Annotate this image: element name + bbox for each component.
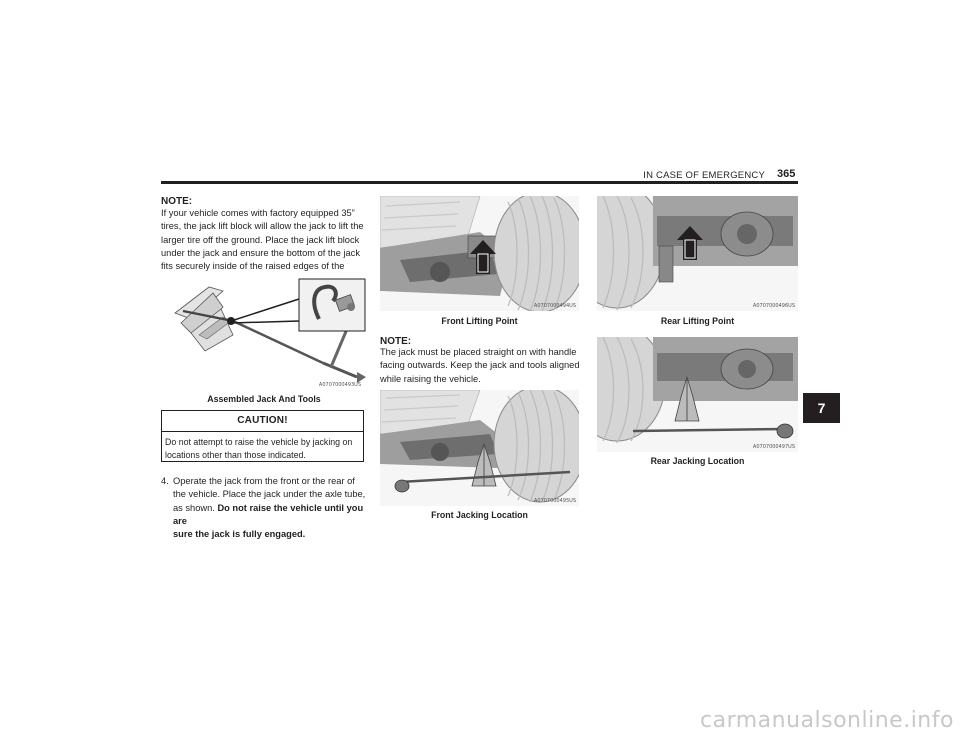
note-line: facing outwards. Keep the jack and tools… xyxy=(380,360,580,371)
note-line: larger tire off the ground. Place the ja… xyxy=(161,234,360,245)
figure-code: A0707000496US xyxy=(752,303,795,309)
step-line: Operate the jack from the front or the r… xyxy=(173,476,355,486)
rear-lifting-illustration xyxy=(597,196,798,311)
figure-rear-lifting-point: A0707000496US xyxy=(597,196,798,311)
note-line: under the jack and ensure the bottom of … xyxy=(161,247,360,258)
step-line-plain: as shown. xyxy=(173,502,218,513)
figure-code: A0707000494US xyxy=(533,303,576,309)
note-line: If your vehicle comes with factory equip… xyxy=(161,208,355,218)
figure-caption: Assembled Jack And Tools xyxy=(207,394,321,404)
figure-caption: Front Lifting Point xyxy=(441,316,518,326)
header-rule xyxy=(161,181,798,184)
caution-box: CAUTION! Do not attempt to raise the veh… xyxy=(161,410,364,462)
figure-front-jacking-location: A0707000495US xyxy=(380,390,579,506)
figure-caption: Front Jacking Location xyxy=(431,510,528,520)
step-line: sure the jack is fully engaged. xyxy=(173,528,366,541)
watermark: carmanualsonline.info xyxy=(700,708,954,733)
front-jacking-illustration xyxy=(380,390,579,506)
chapter-tab: 7 xyxy=(803,393,840,423)
caution-line: Do not attempt to raise the vehicle by j… xyxy=(165,437,353,447)
running-header-section: IN CASE OF EMERGENCY xyxy=(643,170,765,181)
step-warning-bold: sure the jack is fully engaged. xyxy=(173,529,306,540)
note-heading-1: NOTE: xyxy=(161,196,193,207)
jack-tools-illustration xyxy=(174,278,366,383)
note-line: The jack must be placed straight on with… xyxy=(380,347,577,357)
caution-line: locations other than those indicated. xyxy=(165,449,306,460)
step-line: as shown. Do not raise the vehicle until… xyxy=(173,502,366,529)
step-4: 4. Operate the jack from the front or th… xyxy=(161,475,366,541)
step-warning-bold: Do not raise the vehicle until you are xyxy=(173,502,364,526)
figure-rear-jacking-location: A0707000497US xyxy=(597,337,798,452)
note-line: tires, the jack lift block will allow th… xyxy=(161,221,364,232)
note-heading-2: NOTE: xyxy=(380,336,412,347)
page-number: 365 xyxy=(777,168,796,180)
figure-front-lifting-point: A0707000494US xyxy=(380,196,579,311)
figure-code: A0707000493US xyxy=(318,382,361,388)
figure-assembled-jack: A0707000493US xyxy=(161,273,367,391)
figure-code: A0707000495US xyxy=(533,498,576,504)
caution-text: Do not attempt to raise the vehicle by j… xyxy=(162,432,363,465)
step-line: the vehicle. Place the jack under the ax… xyxy=(173,489,366,500)
caution-heading: CAUTION! xyxy=(162,411,363,432)
rear-jacking-illustration xyxy=(597,337,798,452)
note-body-2: The jack must be placed straight on with… xyxy=(380,346,585,386)
figure-caption: Rear Jacking Location xyxy=(650,456,745,466)
note-line: while raising the vehicle. xyxy=(380,373,481,384)
figure-caption: Rear Lifting Point xyxy=(660,316,735,326)
step-number: 4. xyxy=(161,476,169,486)
figure-code: A0707000497US xyxy=(752,444,795,450)
front-lifting-illustration xyxy=(380,196,579,311)
